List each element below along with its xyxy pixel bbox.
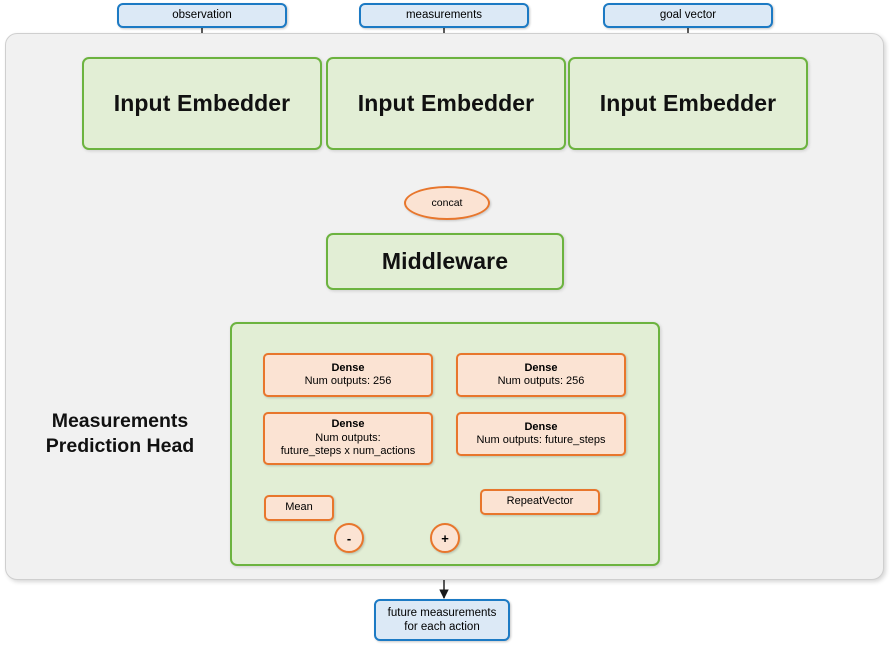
layer-mean-label: Mean	[285, 501, 313, 514]
input-box-measurements[interactable]: measurements	[359, 3, 529, 28]
layer-dense-left-2[interactable]: Dense Num outputs: future_steps x num_ac…	[263, 412, 433, 465]
output-box-future-measurements[interactable]: future measurements for each action	[374, 599, 510, 641]
operator-subtract[interactable]: -	[334, 523, 364, 553]
input-label-measurements: measurements	[405, 9, 483, 22]
input-label-goal-vector: goal vector	[659, 9, 717, 22]
input-embedder-1-label: Input Embedder	[113, 90, 291, 117]
layer-dense-left-2-detail-2: future_steps x num_actions	[280, 445, 416, 458]
layer-repeat-vector-label: RepeatVector	[506, 495, 574, 508]
input-box-observation[interactable]: observation	[117, 3, 287, 28]
layer-dense-right-1-title: Dense	[524, 361, 558, 374]
module-input-embedder-3[interactable]: Input Embedder	[568, 57, 808, 150]
layer-dense-left-1-detail: Num outputs: 256	[304, 375, 392, 387]
prediction-head-label: Measurements Prediction Head	[25, 409, 215, 460]
input-embedder-3-label: Input Embedder	[599, 90, 777, 117]
prediction-head-label-line2: Prediction Head	[45, 435, 195, 458]
layer-dense-left-2-detail-1: Num outputs:	[315, 431, 381, 444]
concat-label: concat	[431, 197, 463, 209]
layer-dense-left-1[interactable]: Dense Num outputs: 256	[263, 353, 433, 397]
module-middleware[interactable]: Middleware	[326, 233, 564, 290]
layer-dense-left-2-title: Dense	[331, 418, 365, 431]
layer-dense-right-2[interactable]: Dense Num outputs: future_steps	[456, 412, 626, 456]
layer-mean[interactable]: Mean	[264, 495, 334, 521]
operator-add-label: +	[441, 530, 449, 546]
module-input-embedder-2[interactable]: Input Embedder	[326, 57, 566, 150]
operator-add[interactable]: +	[430, 523, 460, 553]
layer-dense-right-2-title: Dense	[524, 420, 558, 433]
module-input-embedder-1[interactable]: Input Embedder	[82, 57, 322, 150]
output-label-line1: future measurements	[387, 606, 497, 619]
middleware-label: Middleware	[381, 248, 509, 275]
input-label-observation: observation	[172, 9, 232, 22]
output-label-line2: for each action	[404, 621, 480, 633]
layer-dense-right-2-detail: Num outputs: future_steps	[476, 434, 606, 446]
layer-dense-left-1-title: Dense	[331, 361, 365, 374]
concat-node[interactable]: concat	[404, 186, 490, 220]
operator-subtract-label: -	[346, 530, 352, 546]
input-box-goal-vector[interactable]: goal vector	[603, 3, 773, 28]
layer-dense-right-1-detail: Num outputs: 256	[497, 375, 585, 387]
layer-repeat-vector[interactable]: RepeatVector	[480, 489, 600, 515]
prediction-head-label-line1: Measurements	[51, 410, 189, 432]
layer-dense-right-1[interactable]: Dense Num outputs: 256	[456, 353, 626, 397]
input-embedder-2-label: Input Embedder	[357, 90, 535, 117]
